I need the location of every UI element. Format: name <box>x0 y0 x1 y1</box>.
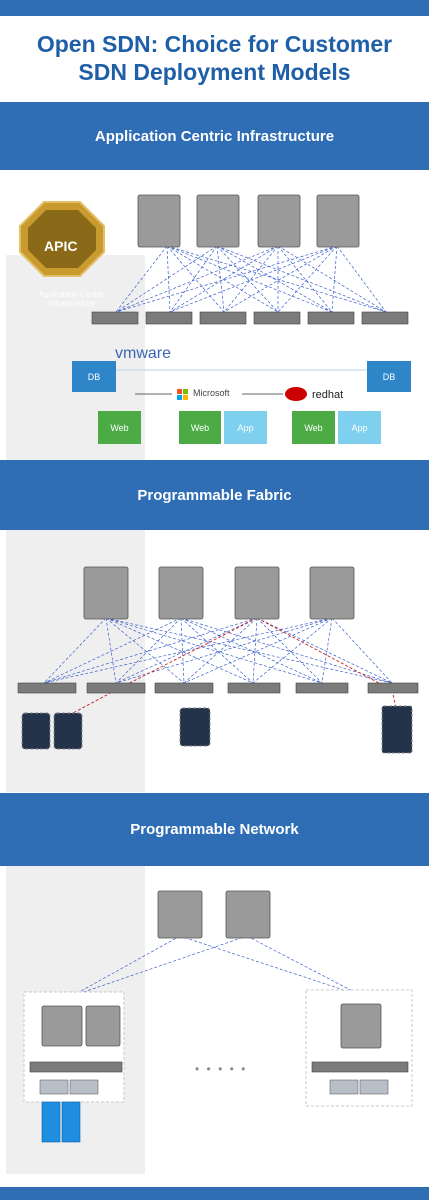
fabric-spine-switches <box>83 566 355 620</box>
bottom-strip <box>0 1187 429 1200</box>
fabric-leaf-switches <box>17 682 419 694</box>
microsoft-logo-icon <box>177 389 188 400</box>
pods-ellipsis: • • • • • <box>195 1062 248 1076</box>
microsoft-logo: Microsoft <box>193 388 230 398</box>
aci-leaf-switches <box>91 311 409 325</box>
network-storage-icon <box>41 1101 81 1143</box>
fabric-servers <box>21 705 413 754</box>
section-header-programmable-fabric: Programmable Fabric <box>0 460 429 530</box>
fabric-topology <box>17 566 419 754</box>
redhat-logo-icon <box>285 387 307 401</box>
web-box-1: Web <box>98 411 141 444</box>
app-box-2: App <box>224 411 267 444</box>
web-box-3: Web <box>292 411 335 444</box>
page-title: Open SDN: Choice for Customer SDN Deploy… <box>0 30 429 86</box>
section-header-aci: Application Centric Infrastructure <box>0 102 429 170</box>
section-header-programmable-network: Programmable Network <box>0 793 429 866</box>
db-box-right: DB <box>367 361 411 392</box>
network-core-switches <box>41 890 382 1049</box>
network-topology <box>23 890 413 1143</box>
fabric-links <box>43 617 393 684</box>
apic-caption: Application Centric Infrastructure <box>38 290 106 308</box>
title-line-1: Open SDN: Choice for Customer <box>36 31 393 57</box>
redhat-logo: redhat <box>312 389 344 401</box>
title-line-2: SDN Deployment Models <box>78 59 351 85</box>
apic-octagon-icon <box>19 201 105 277</box>
vmware-logo: vmware <box>115 345 172 362</box>
network-access-switches <box>29 1061 409 1073</box>
app-box-3: App <box>338 411 381 444</box>
network-hosts <box>39 1079 389 1095</box>
network-links <box>71 935 363 997</box>
apic-label: APIC <box>44 238 78 254</box>
db-box-left: DB <box>72 361 116 392</box>
aci-topology <box>19 194 410 401</box>
web-box-2: Web <box>179 411 221 444</box>
aci-links <box>115 245 387 313</box>
section-heading-programmable-fabric: Programmable Fabric <box>137 486 292 504</box>
section-heading-programmable-network: Programmable Network <box>130 821 299 838</box>
aci-spine-switches <box>137 194 360 248</box>
top-strip <box>0 0 429 16</box>
section-heading-aci: Application Centric Infrastructure <box>94 127 335 145</box>
